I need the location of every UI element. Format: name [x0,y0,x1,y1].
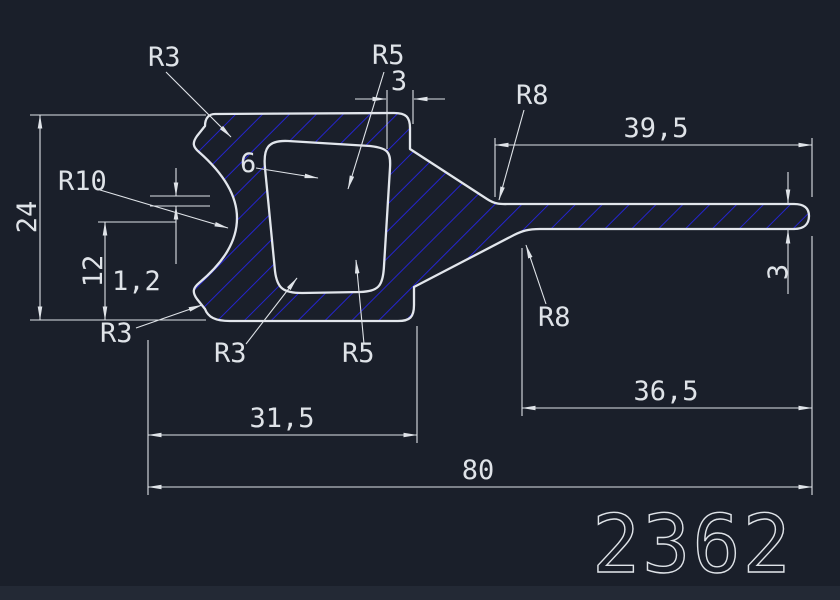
dim-39-5-label: 39,5 [623,113,688,144]
dim-24-label: 24 [12,201,43,234]
dim-80-label: 80 [462,455,495,486]
dim-1-2-label: 1,2 [112,266,161,297]
leader-line [498,109,525,201]
dim-12-group: 12 [78,221,176,321]
dim-r3-cavity-label: R3 [214,338,247,369]
dim-1-2-group: 1,2 [112,168,210,297]
dim-3-tail-group: 3 [763,172,794,294]
leader-line [525,244,547,305]
leader-line [347,71,385,190]
dim-80-group: 80 [147,455,813,490]
window-bottom-band [0,586,840,600]
dim-6-group: 6 [240,148,319,179]
dim-r5-top-label: R5 [372,40,405,71]
dim-r3-bottom-left-label: R3 [100,318,133,349]
dim-r3-cavity-group: R3 [214,277,298,369]
profile-outer-outline [192,111,811,323]
dim-r3-top-label: R3 [148,42,181,73]
dim-36-5-label: 36,5 [633,376,698,407]
dimension-annotations: 24 12 1,2 R10 [12,40,813,495]
dim-r8-top-group: R8 [498,80,549,201]
dim-r10-group: R10 [58,166,229,229]
leader-line [165,71,232,138]
dim-r8-bottom-group: R8 [525,244,571,333]
dim-3-top-label: 3 [391,66,407,97]
part-number: 2362 [592,498,793,591]
dim-24-group: 24 [12,114,206,321]
dim-12-label: 12 [78,255,109,288]
dim-r3-top-group: R3 [148,42,232,138]
dim-31-5-group: 31,5 [147,326,418,495]
leader-line [135,304,203,329]
profile-hatch-area [193,113,810,321]
leader-line [99,189,229,229]
profile-cavity-outline [263,139,392,295]
profile-geometry [192,111,811,323]
dim-r8-top-label: R8 [516,80,549,111]
dim-31-5-label: 31,5 [249,403,314,434]
dim-39-5-group: 39,5 [494,113,813,197]
dim-r5-top-group: R5 [347,40,405,190]
dim-r3-bottom-left-group: R3 [100,304,203,349]
leader-line [255,167,319,179]
dim-3-tail-label: 3 [763,264,794,280]
dim-r10-label: R10 [58,166,107,197]
dim-r5-cavity-label: R5 [342,338,375,369]
dim-36-5-group: 36,5 [521,236,813,495]
dim-6-label: 6 [240,148,256,179]
leader-line [354,259,365,345]
dim-r5-cavity-group: R5 [342,259,375,369]
dim-r8-bottom-label: R8 [538,302,571,333]
dim-3-top-group: 3 [355,66,445,149]
leader-line [245,277,298,345]
